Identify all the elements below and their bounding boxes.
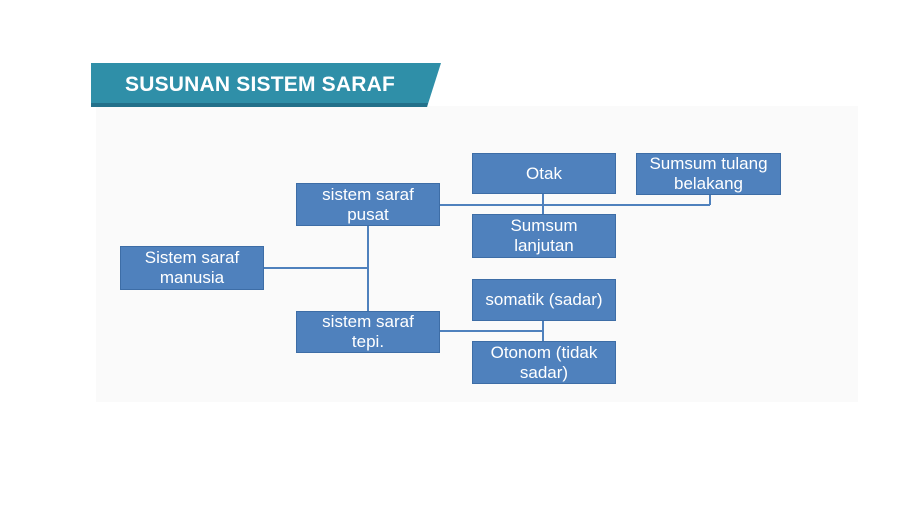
- title-banner-shape: [91, 63, 441, 107]
- page-title: SUSUNAN SISTEM SARAF: [125, 73, 396, 96]
- node-central: sistem saraf pusat: [296, 183, 440, 226]
- node-spinal-cord: Sumsum tulang belakang: [636, 153, 781, 195]
- node-brain: Otak: [472, 153, 616, 194]
- title-banner-fill: [91, 63, 441, 107]
- title-banner-edge: [91, 103, 428, 107]
- node-medulla-label: Sumsum lanjutan: [510, 216, 578, 255]
- node-root-label: Sistem saraf manusia: [144, 248, 240, 287]
- node-autonomic: Otonom (tidak sadar): [472, 341, 616, 384]
- node-somatic-label: somatik (sadar): [485, 290, 603, 309]
- title-banner: SUSUNAN SISTEM SARAF: [91, 63, 441, 107]
- node-peripheral-label: sistem saraf tepi.: [322, 312, 414, 351]
- node-central-label: sistem saraf pusat: [322, 184, 414, 224]
- node-medulla: Sumsum lanjutan: [472, 214, 616, 258]
- node-root: Sistem saraf manusia: [120, 246, 264, 290]
- node-somatic: somatik (sadar): [472, 279, 616, 321]
- node-brain-label: Otak: [526, 163, 562, 183]
- node-autonomic-label: Otonom (tidak sadar): [490, 342, 598, 382]
- node-spinal-cord-label: Sumsum tulang belakang: [649, 154, 768, 193]
- node-peripheral: sistem saraf tepi.: [296, 311, 440, 353]
